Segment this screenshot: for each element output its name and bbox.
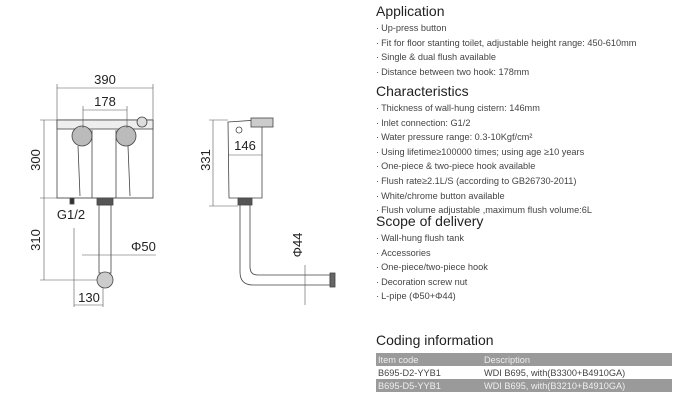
side-height-label: 331 <box>198 149 213 171</box>
inlet-label: G1/2 <box>57 207 85 222</box>
description: WDI B695, with(B3300+B4910GA) <box>482 366 672 379</box>
list-item: White/chrome button available <box>376 189 592 204</box>
hook-distance-label: 178 <box>94 94 116 109</box>
list-item: Accessories <box>376 246 488 261</box>
width-label: 390 <box>94 72 116 87</box>
list-item: Fit for floor stanting toilet, adjustabl… <box>376 36 636 51</box>
list-item: Up-press button <box>376 21 636 36</box>
side-pipe-diameter-label: Φ44 <box>290 233 305 258</box>
list-item: Wall-hung flush tank <box>376 231 488 246</box>
list-item: Decoration screw nut <box>376 275 488 290</box>
list-item: One-piece/two-piece hook <box>376 260 488 275</box>
characteristics-section: Characteristics Thickness of wall-hung c… <box>376 82 592 218</box>
thickness-label: 146 <box>234 138 256 153</box>
side-view: 331 146 Φ44 <box>198 117 336 305</box>
list-item: Distance between two hook: 178mm <box>376 65 636 80</box>
height-label: 300 <box>28 149 43 171</box>
coding-table: Item code Description B695-D2-YYB1 WDI B… <box>376 353 672 392</box>
application-section: Application Up-press button Fit for floo… <box>376 2 636 79</box>
scope-section: Scope of delivery Wall-hung flush tank A… <box>376 212 488 304</box>
coding-section: Coding information <box>376 331 494 350</box>
header-item-code: Item code <box>376 353 482 366</box>
header-description: Description <box>482 353 672 366</box>
item-code: B695-D2-YYB1 <box>376 366 482 379</box>
table-header: Item code Description <box>376 353 672 366</box>
list-item: Single & dual flush available <box>376 50 636 65</box>
table-row: B695-D5-YYB1 WDI B695, with(B3210+B4910G… <box>376 379 672 392</box>
characteristics-heading: Characteristics <box>376 83 469 99</box>
list-item: Using lifetime≥100000 times; using age ≥… <box>376 145 592 160</box>
item-code: B695-D5-YYB1 <box>376 379 482 392</box>
list-item: L-pipe (Φ50+Φ44) <box>376 289 488 304</box>
front-view: 390 178 300 G1/2 310 Φ50 130 <box>28 72 156 307</box>
coding-heading: Coding information <box>376 332 494 348</box>
list-item: Inlet connection: G1/2 <box>376 116 592 131</box>
list-item: Flush rate≥2.1L/S (according to GB26730-… <box>376 174 592 189</box>
application-heading: Application <box>376 3 445 19</box>
scope-heading: Scope of delivery <box>376 213 484 229</box>
list-item: Thickness of wall-hung cistern: 146mm <box>376 101 592 116</box>
offset-label: 130 <box>78 290 100 305</box>
list-item: One-piece & two-piece hook available <box>376 159 592 174</box>
pipe-length-label: 310 <box>28 229 43 251</box>
list-item: Water pressure range: 0.3-10Kgf/cm² <box>376 130 592 145</box>
list-item: Flush volume adjustable ,maximum flush v… <box>376 203 592 218</box>
description: WDI B695, with(B3210+B4910GA) <box>482 379 672 392</box>
technical-drawing: 390 178 300 G1/2 310 Φ50 130 331 146 Φ44 <box>28 72 336 307</box>
dimension-lines <box>40 84 156 307</box>
table-row: B695-D2-YYB1 WDI B695, with(B3300+B4910G… <box>376 366 672 379</box>
pipe-diameter-label: Φ50 <box>131 239 156 254</box>
